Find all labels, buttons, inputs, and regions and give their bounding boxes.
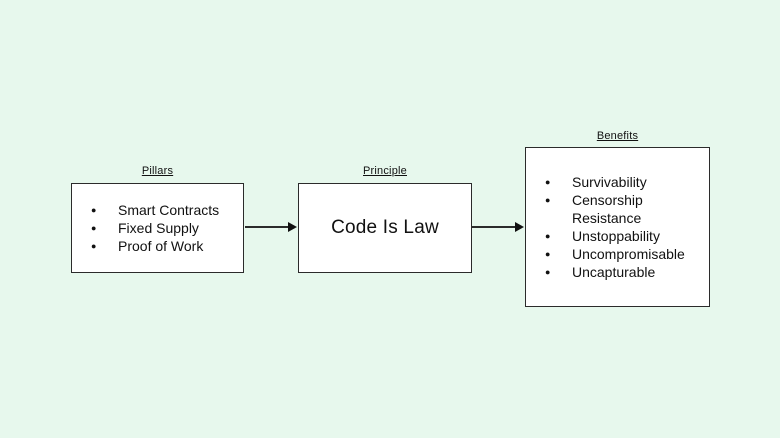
list-item: Survivability [526,173,709,191]
arrow-principle-to-benefits [472,222,524,232]
principle-box: Code Is Law [298,183,472,273]
list-item: Unstoppability [526,227,709,245]
list-item: Fixed Supply [72,219,243,237]
list-item: Censorship Resistance [526,191,709,227]
list-item: Uncapturable [526,263,709,281]
pillars-label: Pillars [141,165,174,177]
list-item: Smart Contracts [72,201,243,219]
benefits-list: SurvivabilityCensorship ResistanceUnstop… [526,173,709,281]
principle-label: Principle [363,165,407,177]
arrow-shaft [472,226,517,228]
benefits-label: Benefits [596,130,639,142]
pillars-list: Smart ContractsFixed SupplyProof of Work [72,201,243,255]
pillars-box: Smart ContractsFixed SupplyProof of Work [71,183,244,273]
list-item: Proof of Work [72,237,243,255]
benefits-box: SurvivabilityCensorship ResistanceUnstop… [525,147,710,307]
arrow-head-icon [515,222,524,232]
principle-text: Code Is Law [331,217,439,238]
arrow-head-icon [288,222,297,232]
arrow-pillars-to-principle [245,222,297,232]
list-item: Uncompromisable [526,245,709,263]
arrow-shaft [245,226,290,228]
